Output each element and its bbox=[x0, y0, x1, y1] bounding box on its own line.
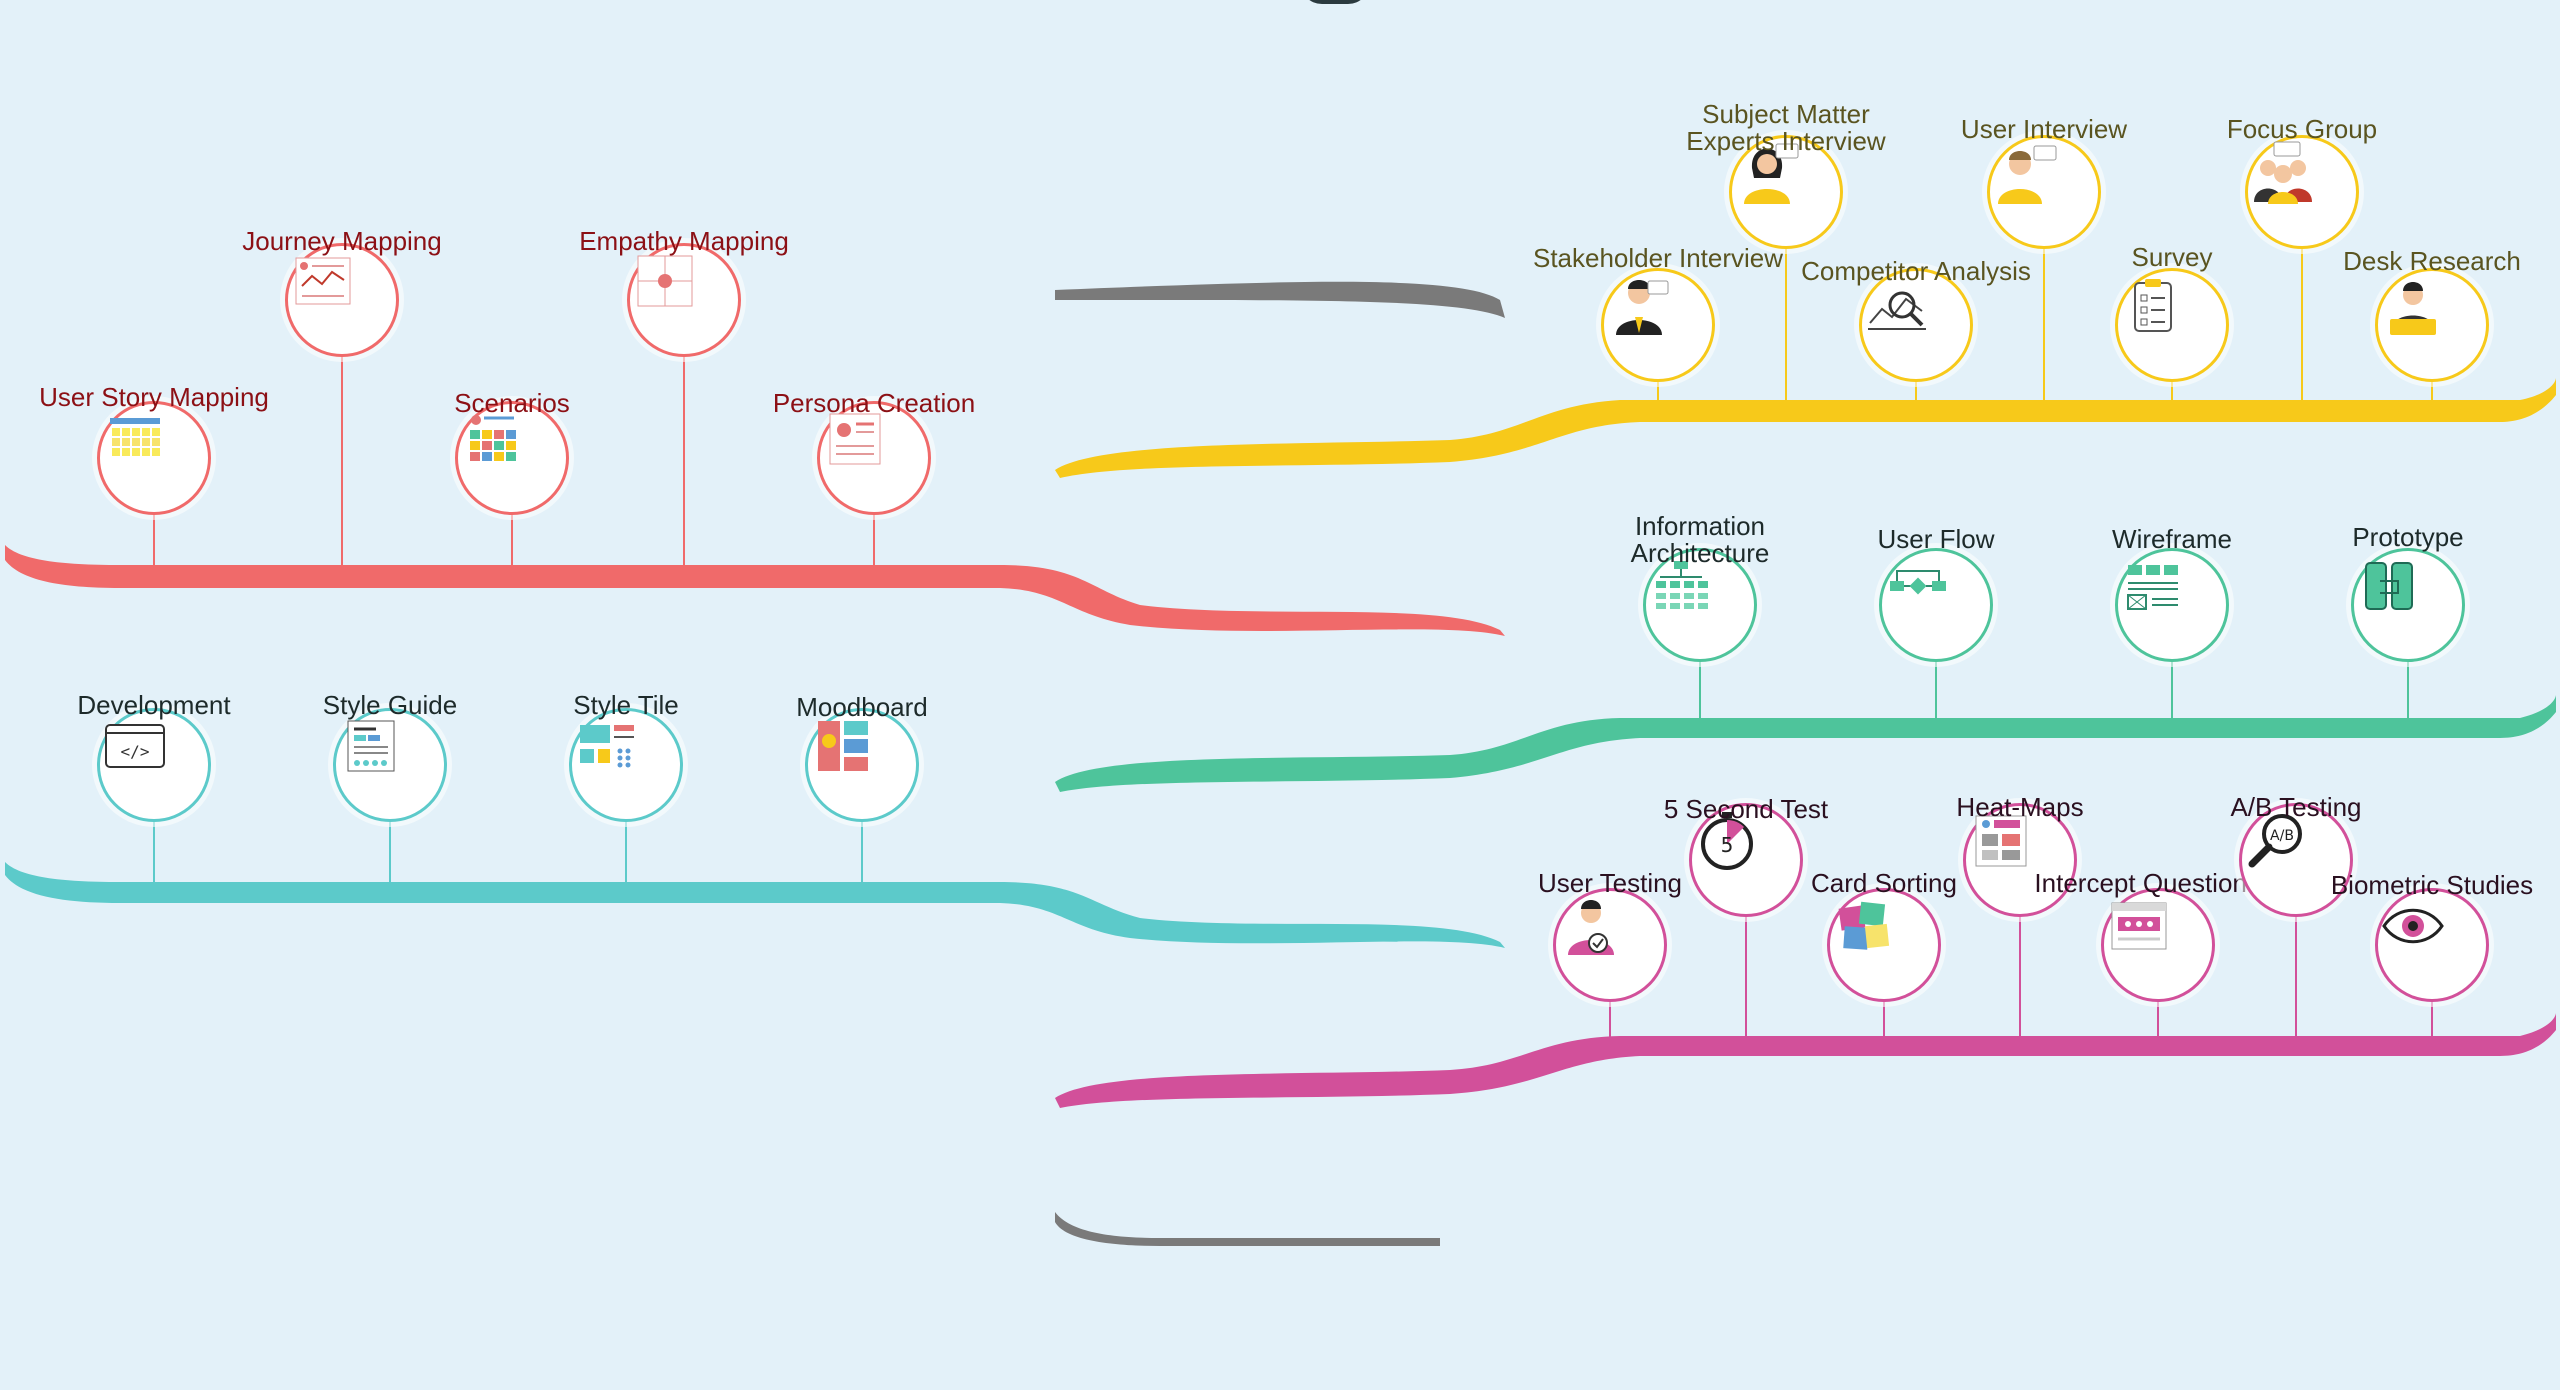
research-method-label: Competitor Analysis bbox=[1801, 256, 2031, 286]
production-method-label: Style Guide bbox=[322, 690, 458, 720]
user-check-icon bbox=[1553, 888, 1667, 1002]
evaluate-method-label: A/B Testing bbox=[2230, 792, 2362, 822]
heatmap-icon bbox=[1963, 803, 2077, 917]
research-method-label: User Interview bbox=[1960, 114, 2128, 144]
research-method-label: Subject Matter Experts Interview bbox=[1686, 99, 1886, 156]
evaluate-method-label: User Testing bbox=[1537, 868, 1683, 898]
design-ribbon bbox=[1055, 695, 2556, 792]
phones-icon bbox=[2351, 548, 2465, 662]
production-method-label: Style Tile bbox=[573, 690, 679, 720]
scenario-board-icon bbox=[455, 401, 569, 515]
research-ribbon bbox=[1055, 378, 2556, 478]
evaluate-method-label: 5 Second Test bbox=[1663, 794, 1829, 824]
production-method-label: Moodboard bbox=[796, 692, 928, 722]
story-map-grid-icon bbox=[97, 401, 211, 515]
empathy-method-label: Scenarios bbox=[454, 388, 570, 418]
journey-map-icon bbox=[285, 243, 399, 357]
style-guide-icon bbox=[333, 708, 447, 822]
sticky-notes-icon bbox=[1827, 888, 1941, 1002]
flow-icon bbox=[1879, 548, 1993, 662]
design-method-label: Information Architecture bbox=[1630, 511, 1770, 568]
svg-text:</>: </> bbox=[121, 742, 150, 761]
evaluate-method-label: Biometric Studies bbox=[2330, 870, 2534, 900]
research-method-label: Desk Research bbox=[2343, 246, 2521, 276]
clipboard-checklist-icon bbox=[2115, 268, 2229, 382]
person-laptop-icon bbox=[2375, 268, 2489, 382]
empathy-method-label: Persona Creation bbox=[772, 388, 976, 418]
production-ribbon bbox=[5, 862, 1505, 948]
evaluate-method-label: Heat-Maps bbox=[1956, 792, 2084, 822]
research-method-label: Focus Group bbox=[2226, 114, 2378, 144]
code-window-icon: </> bbox=[97, 708, 211, 822]
research-top-ribbon bbox=[1055, 281, 1505, 318]
empathy-method-label: User Story Mapping bbox=[39, 382, 269, 412]
persona-card-icon bbox=[817, 401, 931, 515]
launch-ribbon bbox=[1055, 1212, 1440, 1246]
man-speech-icon bbox=[1987, 135, 2101, 249]
design-method-label: Prototype bbox=[2352, 522, 2464, 552]
empathy-method-label: Empathy Mapping bbox=[579, 226, 789, 256]
svg-text:A/B: A/B bbox=[2270, 828, 2294, 844]
sitemap-icon bbox=[1643, 548, 1757, 662]
stopwatch-icon: 5 bbox=[1689, 803, 1803, 917]
design-method-label: User Flow bbox=[1877, 524, 1995, 554]
intercept-window-icon bbox=[2101, 888, 2215, 1002]
moodboard-icon bbox=[805, 708, 919, 822]
design-method-label: Wireframe bbox=[2112, 524, 2232, 554]
research-method-label: Survey bbox=[2131, 242, 2213, 272]
cut-off-title-glyph bbox=[1300, 0, 1370, 4]
empathy-method-label: Journey Mapping bbox=[242, 226, 442, 256]
svg-text:5: 5 bbox=[1721, 833, 1734, 857]
style-tile-icon bbox=[569, 708, 683, 822]
eye-icon bbox=[2375, 888, 2489, 1002]
wireframe-icon bbox=[2115, 548, 2229, 662]
empathy-ribbon bbox=[5, 545, 1505, 636]
production-method-label: Development bbox=[77, 690, 231, 720]
businessman-icon bbox=[1601, 268, 1715, 382]
woman-headset-icon bbox=[1729, 135, 1843, 249]
evaluate-ribbon bbox=[1055, 1013, 2556, 1108]
evaluate-method-label: Card Sorting bbox=[1811, 868, 1957, 898]
group-people-icon bbox=[2245, 135, 2359, 249]
empathy-map-icon bbox=[627, 243, 741, 357]
magnifier-chart-icon bbox=[1859, 268, 1973, 382]
ab-magnifier-icon: A/B bbox=[2239, 803, 2353, 917]
research-method-label: Stakeholder Interview bbox=[1532, 243, 1784, 273]
